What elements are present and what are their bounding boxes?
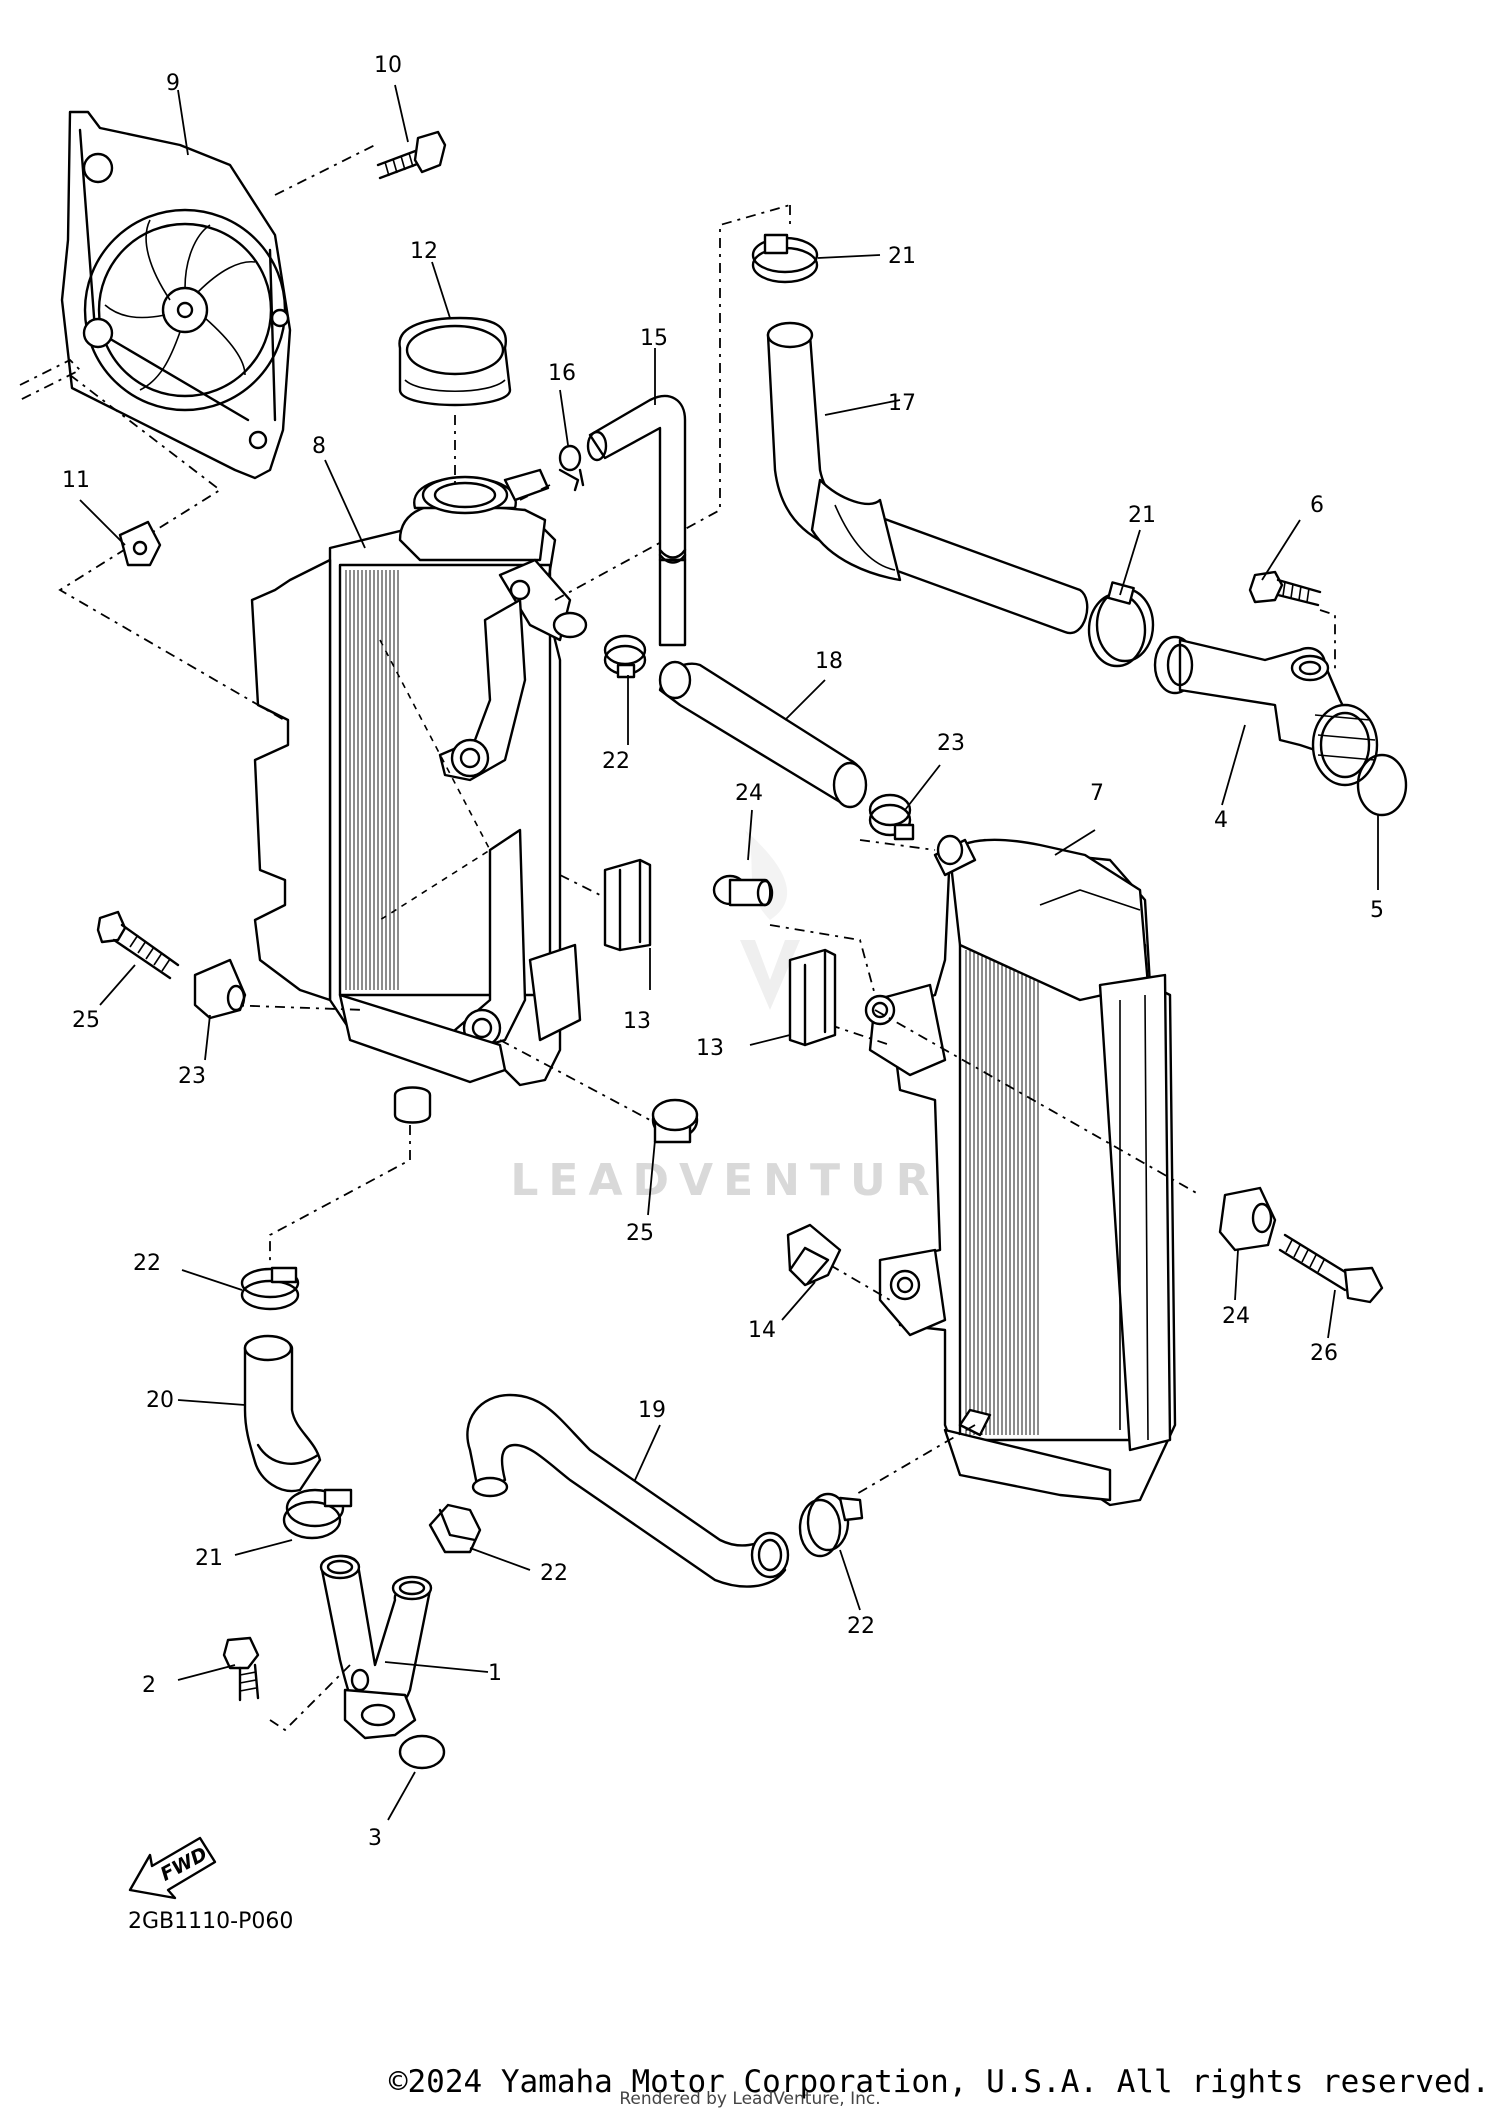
grommet-13-right-illustration xyxy=(788,948,837,1047)
rendered-by-text: Rendered by LeadVenture, Inc. xyxy=(619,2089,881,2109)
hose-18-illustration xyxy=(658,660,868,809)
watermark-logo xyxy=(740,830,800,1010)
callout-1: 1 xyxy=(488,1661,502,1686)
o-ring-5-illustration xyxy=(1356,753,1408,817)
collar-25-upper-illustration xyxy=(712,874,774,907)
callout-14: 14 xyxy=(748,1318,776,1343)
part-14-guide-line xyxy=(829,1264,891,1301)
joint-1-illustration xyxy=(319,1554,433,1740)
callout-15: 15 xyxy=(640,326,668,351)
clamp-21-lower-illustration xyxy=(282,1488,353,1540)
bolt-6-guide-line xyxy=(1319,609,1336,670)
callout-23-left: 22 xyxy=(602,749,630,774)
clamp-21-right-illustration xyxy=(1087,581,1155,668)
callout-25-upper: 24 xyxy=(735,781,763,806)
bolt-26-guide-line xyxy=(224,1004,366,1011)
grommet-13-right-guide-line xyxy=(829,1024,891,1046)
callout-13-right: 13 xyxy=(696,1036,724,1061)
hose-19-illustration xyxy=(466,1393,790,1588)
leader-lines xyxy=(79,84,1379,1821)
callout-22-mid: 22 xyxy=(540,1561,568,1586)
callout-24-right: 24 xyxy=(1222,1304,1250,1329)
callout-6: 6 xyxy=(1310,493,1324,518)
callout-23-right: 23 xyxy=(937,731,965,756)
fan-bolt-guide-line xyxy=(274,144,376,196)
diagram-code: 2GB1110-P060 xyxy=(128,1909,293,1934)
collar-25-lower-illustration xyxy=(651,1098,699,1144)
clamp-22-right-illustration xyxy=(798,1492,864,1558)
bolt-2-illustration xyxy=(222,1636,260,1702)
hose-22-guide-line xyxy=(269,1125,411,1265)
callout-7: 7 xyxy=(1090,781,1104,806)
callout-19: 19 xyxy=(638,1398,666,1423)
callout-2: 2 xyxy=(142,1673,156,1698)
fwd-arrow-icon: FWD xyxy=(128,1836,217,1900)
grommet-13-guide-line xyxy=(559,874,601,896)
callout-26-left: 25 xyxy=(72,1008,100,1033)
watermark-text: LEADVENTURE xyxy=(510,1155,979,1206)
clamp-23-left-illustration xyxy=(603,634,647,679)
hose-15-illustration xyxy=(586,394,687,647)
grommet-13-left-illustration xyxy=(603,858,652,952)
callout-22-right: 22 xyxy=(847,1614,875,1639)
callout-17: 17 xyxy=(888,391,916,416)
bolt-10-illustration xyxy=(376,130,447,180)
callout-20: 20 xyxy=(146,1388,174,1413)
fan-assembly-illustration xyxy=(60,110,292,480)
callout-11: 11 xyxy=(62,468,90,493)
hose-17-illustration xyxy=(766,321,1089,635)
callout-21-lower: 21 xyxy=(195,1546,223,1571)
callout-22-upper: 22 xyxy=(133,1251,161,1276)
fan-mount-guide-line xyxy=(19,358,82,401)
callout-9: 9 xyxy=(166,71,180,96)
hose-20-illustration xyxy=(243,1334,322,1493)
right-radiator-illustration xyxy=(864,834,1177,1507)
clamp-22-mid-illustration xyxy=(428,1503,482,1554)
callout-24-left: 23 xyxy=(178,1064,206,1089)
copyright-notice: ©2024 Yamaha Motor Corporation, U.S.A. A… xyxy=(388,2064,1490,2100)
o-ring-3-illustration xyxy=(398,1734,446,1770)
callout-25-lower: 25 xyxy=(626,1221,654,1246)
clamp-21-top-illustration xyxy=(751,233,819,284)
callout-10: 10 xyxy=(374,53,402,78)
grommet-25-right-guide-line xyxy=(769,924,876,996)
clamp-23-right-illustration xyxy=(868,793,915,841)
callout-21-top: 21 xyxy=(888,244,916,269)
bolt-2-guide-line xyxy=(269,1664,351,1732)
grommet-25-guide-line xyxy=(499,1039,651,1121)
callout-5: 5 xyxy=(1370,898,1384,923)
callout-16: 16 xyxy=(548,361,576,386)
callout-8: 8 xyxy=(312,434,326,459)
radiator-cap-12-illustration xyxy=(398,316,512,407)
callout-26-right: 26 xyxy=(1310,1341,1338,1366)
callout-3: 3 xyxy=(368,1826,382,1851)
bolt-6-illustration xyxy=(1248,570,1322,607)
clip-11-illustration xyxy=(118,520,162,567)
clip-16-guide-line xyxy=(519,484,551,501)
fan-to-radiator-guide-line xyxy=(58,374,491,841)
callout-12: 12 xyxy=(410,239,438,264)
callout-4: 4 xyxy=(1214,808,1228,833)
grommet-24-right-illustration xyxy=(1218,1186,1277,1252)
grommet-24-left-illustration xyxy=(193,958,247,1020)
part-14-illustration xyxy=(786,1223,842,1287)
callout-18: 18 xyxy=(815,649,843,674)
callout-13-left: 13 xyxy=(623,1009,651,1034)
pipe-4-illustration xyxy=(1153,635,1379,787)
bolt-26-left-illustration xyxy=(96,910,180,980)
reservoir-guide-line xyxy=(554,204,791,601)
hose-18-guide-line xyxy=(859,839,936,851)
clamp-22-upper-illustration xyxy=(240,1266,300,1311)
clip-16-illustration xyxy=(558,444,585,492)
left-radiator-illustration xyxy=(250,468,588,1124)
callout-21-right: 21 xyxy=(1128,503,1156,528)
bolt-26-right-illustration xyxy=(1278,1233,1384,1304)
